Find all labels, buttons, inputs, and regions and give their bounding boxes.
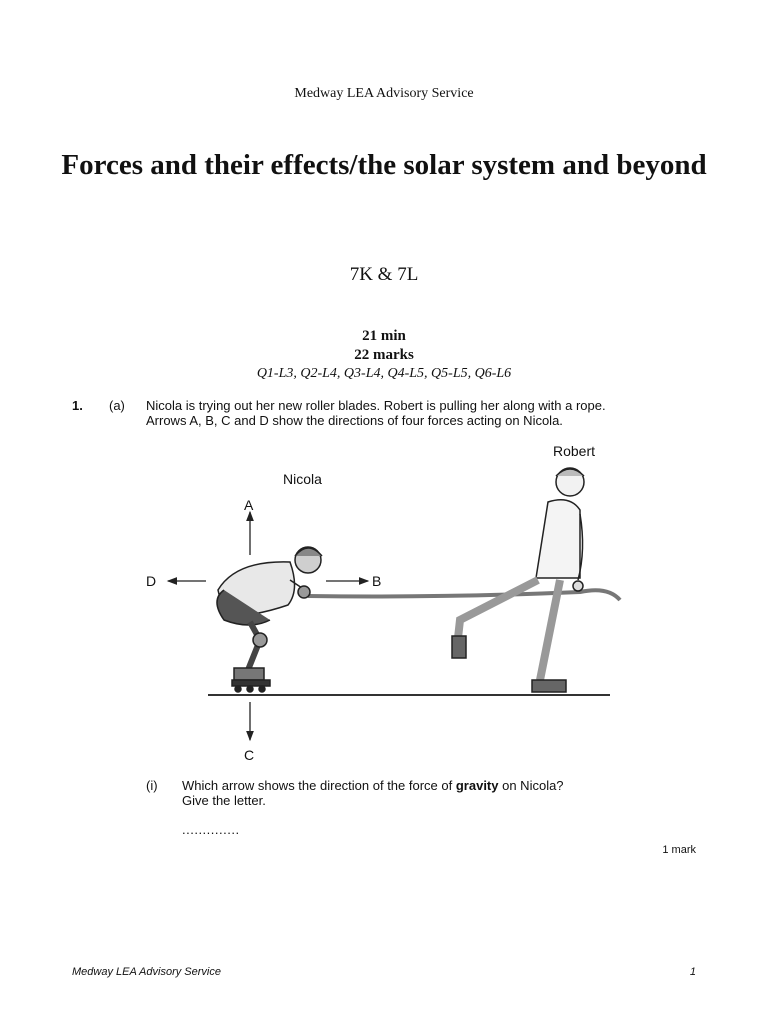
subquestion-text: Which arrow shows the direction of the f… <box>182 778 702 808</box>
nicola-figure <box>216 546 323 693</box>
page-number: 1 <box>689 966 696 978</box>
svg-text:A: A <box>244 497 254 513</box>
question-text-line-2: Arrows A, B, C and D show the directions… <box>146 413 563 428</box>
svg-text:B: B <box>372 573 381 589</box>
arrow-d: D <box>146 573 206 589</box>
answer-line[interactable]: .............. <box>182 822 240 837</box>
question-levels: Q1-L3, Q2-L4, Q3-L4, Q4-L5, Q5-L5, Q6-L6 <box>256 366 512 381</box>
footer-organisation: Medway LEA Advisory Service <box>72 966 221 978</box>
arrow-b: B <box>326 573 381 589</box>
mark-allocation: 1 mark <box>662 844 696 856</box>
keyword-gravity: gravity <box>455 778 499 793</box>
time-allowed: 21 min <box>362 328 406 344</box>
header-organisation: Medway LEA Advisory Service <box>294 86 474 101</box>
question-text-line-1: Nicola is trying out her new roller blad… <box>146 398 606 413</box>
page-title: Forces and their effects/the solar syste… <box>61 149 707 181</box>
rope <box>307 588 622 602</box>
question-number: 1. <box>72 398 83 413</box>
robert-figure <box>451 467 585 693</box>
nicola-label: Nicola <box>283 471 322 487</box>
svg-text:C: C <box>244 747 254 763</box>
question-text: Nicola is trying out her new roller blad… <box>146 398 706 428</box>
svg-text:D: D <box>146 573 156 589</box>
arrow-c: C <box>244 702 254 763</box>
subquestion-text-line-1: Which arrow shows the direction of the f… <box>182 778 564 793</box>
question-part: (a) <box>109 398 125 413</box>
subquestion-text-line-2: Give the letter. <box>182 793 266 808</box>
forces-diagram: Nicola Robert A B C D <box>146 443 622 763</box>
robert-label: Robert <box>553 443 595 459</box>
arrow-a: A <box>244 497 254 555</box>
subquestion-number: (i) <box>146 778 158 793</box>
total-marks: 22 marks <box>354 347 414 363</box>
unit-code: 7K & 7L <box>349 264 419 285</box>
